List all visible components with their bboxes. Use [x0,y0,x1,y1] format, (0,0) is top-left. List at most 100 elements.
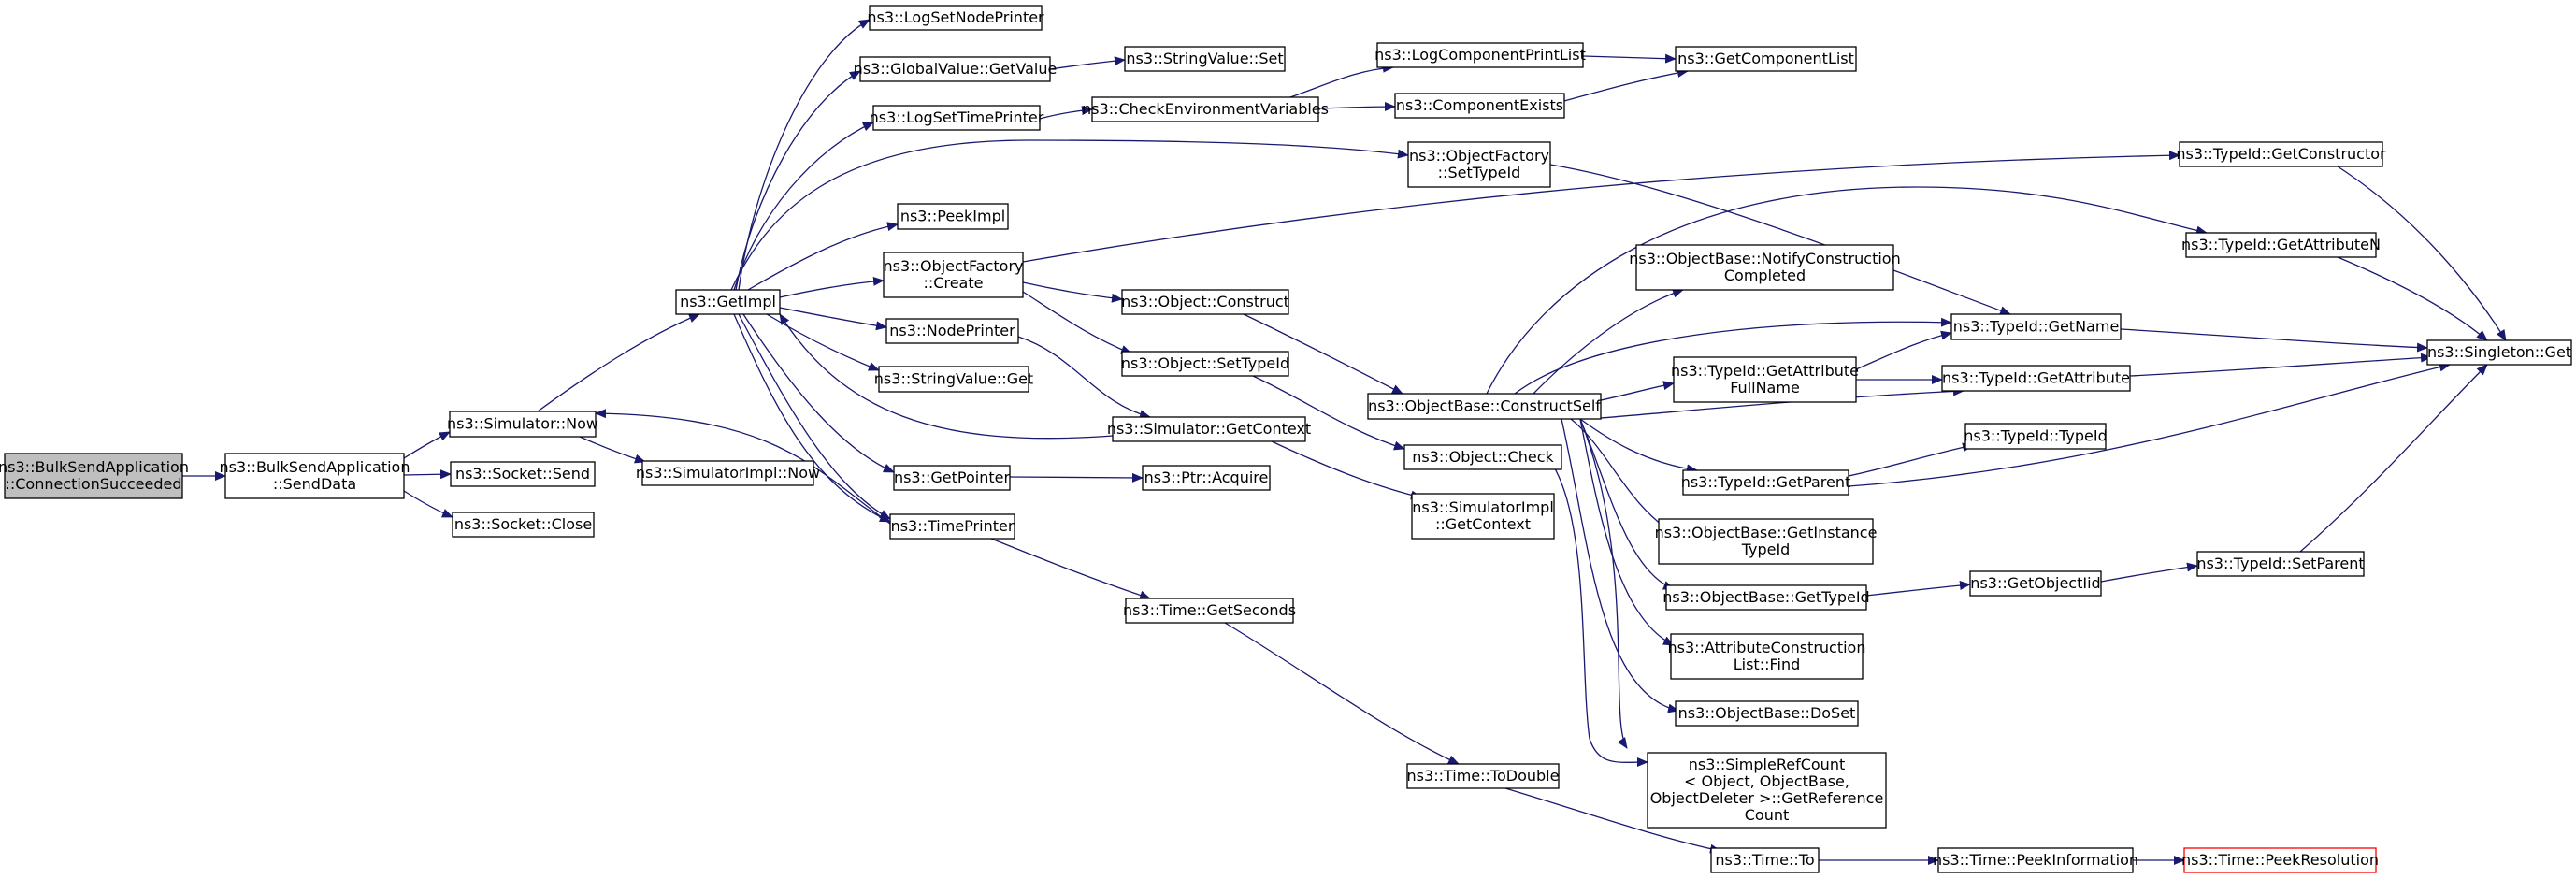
node-simplerefcount[interactable]: ns3::SimpleRefCount< Object, ObjectBase,… [1647,752,1887,829]
node-label: ns3::LogComponentPrintList [1374,46,1586,64]
node-objbase-notify[interactable]: ns3::ObjectBase::NotifyConstructionCompl… [1629,244,1901,291]
edge-logcomponentprintlist-to-getcomponentlist [1582,53,1677,64]
node-box [1673,356,1857,403]
edge-senddata-to-sock_close [403,490,453,518]
node-label: ns3::Object::SetTypeId [1121,354,1289,372]
node-box [1112,416,1306,442]
node-sim-getcontext[interactable]: ns3::Simulator::GetContext [1107,416,1311,442]
edge-object_settypeid-to-object_check [1252,375,1405,451]
node-box [1091,96,1319,122]
node-globalvalue-getvalue[interactable]: ns3::GlobalValue::GetValue [854,56,1058,82]
node-typeid-getparent[interactable]: ns3::TypeId::GetParent [1681,469,1851,496]
node-box [2185,232,2377,258]
node-label: ns3::ObjectBase::NotifyConstruction [1629,250,1900,267]
node-box [1367,393,1602,420]
node-getobjectiid[interactable]: ns3::GetObjectIid [1969,570,2102,597]
node-box [889,513,1015,540]
node-sock-close[interactable]: ns3::Socket::Close [452,512,595,538]
node-label: ns3::StringValue::Set [1126,50,1283,67]
node-label: ns3::TypeId::GetAttribute [1942,369,2130,387]
node-label: ns3::BulkSendApplication [220,458,410,476]
node-senddata[interactable]: ns3::BulkSendApplication::SendData [220,453,410,499]
node-getimpl[interactable]: ns3::GetImpl [675,289,781,315]
edge-typeid_getparent-to-typeid_typeid [1848,442,1974,477]
node-box [1125,598,1294,624]
node-componentexists[interactable]: ns3::ComponentExists [1394,93,1565,119]
node-box [224,453,405,499]
node-typeid-setparent[interactable]: ns3::TypeId::SetParent [2196,551,2365,577]
node-typeid-getname[interactable]: ns3::TypeId::GetName [1950,313,2122,340]
node-objbase-gettypeid[interactable]: ns3::ObjectBase::GetTypeId [1662,584,1870,611]
node-time-peekresolution[interactable]: ns3::Time::PeekResolution [2181,847,2379,873]
node-box [1710,847,1820,873]
edge-sim_now-to-simimpl_now [579,436,646,464]
node-nodeprinter[interactable]: ns3::NodePrinter [885,318,1019,344]
node-box [1658,518,1874,565]
node-typeid-typeid[interactable]: ns3::TypeId::TypeId [1964,423,2108,450]
node-object-construct[interactable]: ns3::Object::Construct [1121,289,1289,315]
node-getcomponentlist[interactable]: ns3::GetComponentList [1675,46,1857,72]
node-objbase-constructself[interactable]: ns3::ObjectBase::ConstructSelf [1367,393,1602,420]
node-getpointer[interactable]: ns3::GetPointer [893,465,1011,491]
node-box [1675,700,1859,727]
edge-timeprinter-to-time_getseconds [990,538,1151,600]
node-box [1635,244,1894,291]
edge-getpointer-to-ptr_acquire [1009,472,1144,483]
node-checkenv[interactable]: ns3::CheckEnvironmentVariables [1082,96,1329,122]
node-objfactory-create[interactable]: ns3::ObjectFactory::Create [883,252,1024,298]
node-label: ns3::ObjectBase::GetTypeId [1662,588,1869,606]
node-stringvalue-set[interactable]: ns3::StringValue::Set [1124,46,1286,72]
node-label: ns3::PeekImpl [900,208,1005,225]
node-logsettimeprinter[interactable]: ns3::LogSetTimePrinter [870,105,1044,131]
edge-objbase_constructself-to-simplerefcount [1579,418,1628,749]
node-label: ::SendData [273,475,356,493]
node-label: ns3::Simulator::Now [447,415,598,433]
node-sim-now[interactable]: ns3::Simulator::Now [447,411,598,438]
node-logcomponentprintlist[interactable]: ns3::LogComponentPrintList [1374,42,1586,68]
node-typeid-getattributen[interactable]: ns3::TypeId::GetAttributeN [2181,232,2381,258]
node-objfactory-settypeid[interactable]: ns3::ObjectFactory::SetTypeId [1407,141,1551,188]
edge-getimpl-to-globalvalue_getvalue [735,70,861,291]
node-label: ns3::NodePrinter [889,322,1015,339]
node-label: ns3::ObjectFactory [1409,147,1549,165]
node-simimpl-now[interactable]: ns3::SimulatorImpl::Now [636,460,820,486]
node-singleton-get[interactable]: ns3::Singleton::Get [2426,339,2572,366]
node-typeid-getconstructor[interactable]: ns3::TypeId::GetConstructor [2176,141,2386,167]
node-object-check[interactable]: ns3::Object::Check [1403,444,1562,470]
node-stringvalue-get[interactable]: ns3::StringValue::Get [874,366,1033,393]
node-root[interactable]: ns3::BulkSendApplication::ConnectionSucc… [0,453,189,499]
node-logsetnodeprinter[interactable]: ns3::LogSetNodePrinter [867,5,1044,31]
node-object-settypeid[interactable]: ns3::Object::SetTypeId [1121,351,1289,377]
node-time-todouble[interactable]: ns3::Time::ToDouble [1406,763,1560,789]
node-label: ::ConnectionSucceeded [5,475,181,493]
edge-objfactory_create-to-typeid_getconstructor [1022,151,2180,263]
node-box [1670,633,1864,680]
edge-objbase_gettypeid-to-getobjectiid [1865,581,1971,597]
edge-object_construct-to-objbase_constructself [1243,313,1403,395]
node-label: ns3::TypeId::SetParent [2196,555,2364,572]
node-peekimpl[interactable]: ns3::PeekImpl [897,203,1009,230]
edge-objfactory_settypeid-to-typeid_getname [1549,164,2011,315]
node-label: ns3::Socket::Close [454,515,592,533]
node-ptr-acquire[interactable]: ns3::Ptr::Acquire [1142,465,1271,491]
edge-senddata-to-sim_now [403,431,451,459]
node-timeprinter[interactable]: ns3::TimePrinter [889,513,1015,540]
node-time-to[interactable]: ns3::Time::To [1710,847,1820,873]
node-sock-send[interactable]: ns3::Socket::Send [450,461,596,487]
node-typeid-getattribute[interactable]: ns3::TypeId::GetAttribute [1941,365,2131,392]
node-objbase-doset[interactable]: ns3::ObjectBase::DoSet [1675,700,1859,727]
node-label: ns3::Ptr::Acquire [1144,468,1269,486]
node-label: ns3::Singleton::Get [2427,343,2571,361]
node-label: ns3::Simulator::GetContext [1107,420,1311,438]
node-simimpl-getcontext[interactable]: ns3::SimulatorImpl::GetContext [1411,493,1555,540]
node-time-peekinformation[interactable]: ns3::Time::PeekInformation [1933,847,2138,873]
edge-getimpl-to-nodeprinter [779,307,887,331]
node-time-getseconds[interactable]: ns3::Time::GetSeconds [1123,598,1296,624]
node-label: ns3::TypeId::GetParent [1681,473,1851,491]
node-label: ns3::TimePrinter [891,517,1015,535]
node-label: ns3::GetPointer [894,468,1011,486]
node-box [1964,423,2107,450]
